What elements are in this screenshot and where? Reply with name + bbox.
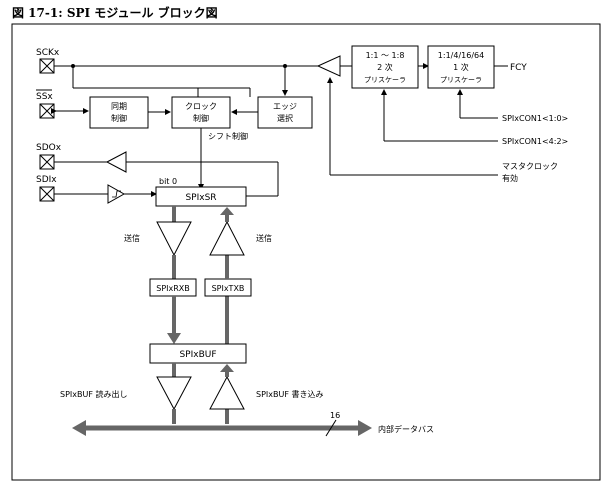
primary-prescaler-ratio: 1:1/4/16/64: [438, 51, 484, 60]
pin-ssx: [39, 103, 55, 119]
bit0-label: bit 0: [159, 177, 177, 186]
fcy-label: FCY: [510, 63, 527, 73]
junction-dot: [283, 64, 287, 68]
bus-arrow-right: [358, 420, 372, 436]
sync-control-label-1: 同期: [111, 102, 127, 111]
receive-buffer-triangle: [156, 221, 192, 257]
pin-label-ssx: SSx: [36, 92, 53, 102]
master-clock-label-2: 有効: [502, 173, 518, 183]
spixbuf-box: [149, 343, 247, 364]
spixsr-box: [155, 186, 247, 207]
figure-title: 図 17-1: SPI モジュール ブロック図: [12, 6, 218, 20]
spixtxb-label: SPIxTXB: [212, 284, 245, 293]
sck-output-buffer: [316, 55, 341, 77]
figure-frame: [11, 23, 601, 481]
sync-control-label-2: 制御: [111, 113, 127, 123]
bus-width-label: 16: [330, 411, 340, 420]
bus-width-slash: [325, 419, 337, 437]
spicon-primary-label: SPIxCON1<1:0>: [502, 114, 568, 123]
edge-select-label-2: 選択: [277, 113, 293, 123]
junction-dot: [71, 64, 75, 68]
secondary-prescaler-ratio: 1:1 ～ 1:8: [366, 51, 405, 60]
spixrxb-label: SPIxRXB: [156, 284, 190, 293]
tri-to-sr-arrowhead: [220, 207, 234, 215]
write-buf-label: SPIxBUF 書き込み: [256, 389, 323, 399]
spicon-secondary-label: SPIxCON1<4:2>: [502, 137, 568, 146]
internal-bus-label: 内部データバス: [378, 424, 434, 434]
write-buffer-triangle: [209, 375, 245, 410]
primary-prescaler-name: プリスケーラ: [440, 76, 482, 84]
edge-select-box: [257, 96, 313, 129]
sync-control-box: [89, 96, 149, 129]
read-buffer-triangle: [156, 376, 192, 411]
sdi-schmitt-symbol: [112, 190, 121, 198]
transmit-label-right: 送信: [256, 233, 272, 243]
write-to-buf-arrowhead: [220, 364, 234, 372]
sdi-input-buffer: [107, 184, 126, 204]
bus-arrow-left: [72, 420, 86, 436]
primary-prescaler-box: [427, 45, 495, 89]
secondary-prescaler-box: [351, 45, 419, 89]
read-buf-label: SPIxBUF 読み出し: [60, 389, 127, 399]
secondary-prescaler-order: 2 次: [377, 62, 393, 72]
rxb-to-buf-arrowhead: [167, 333, 181, 344]
shift-control-label: シフト制御: [208, 131, 248, 141]
pin-sdix: [39, 186, 55, 202]
clock-control-label-2: 制御: [193, 113, 209, 123]
sdo-output-buffer: [105, 151, 127, 173]
transmit-label-left: 送信: [124, 233, 140, 243]
primary-prescaler-order: 1 次: [453, 62, 469, 72]
master-clock-label-1: マスタクロック: [502, 162, 558, 171]
pin-sckx: [39, 58, 55, 74]
pin-label-sckx: SCKx: [36, 48, 60, 58]
secondary-prescaler-name: プリスケーラ: [364, 76, 406, 84]
transmit-buffer-triangle: [209, 220, 245, 256]
clock-control-label-1: クロック: [185, 102, 217, 111]
spixbuf-label: SPIxBUF: [179, 350, 216, 360]
pin-sdox: [39, 154, 55, 170]
spixsr-label: SPIxSR: [185, 193, 216, 203]
pin-label-sdix: SDIx: [36, 175, 57, 185]
pin-label-sdox: SDOx: [36, 143, 62, 153]
edge-select-label-1: エッジ: [273, 102, 297, 111]
